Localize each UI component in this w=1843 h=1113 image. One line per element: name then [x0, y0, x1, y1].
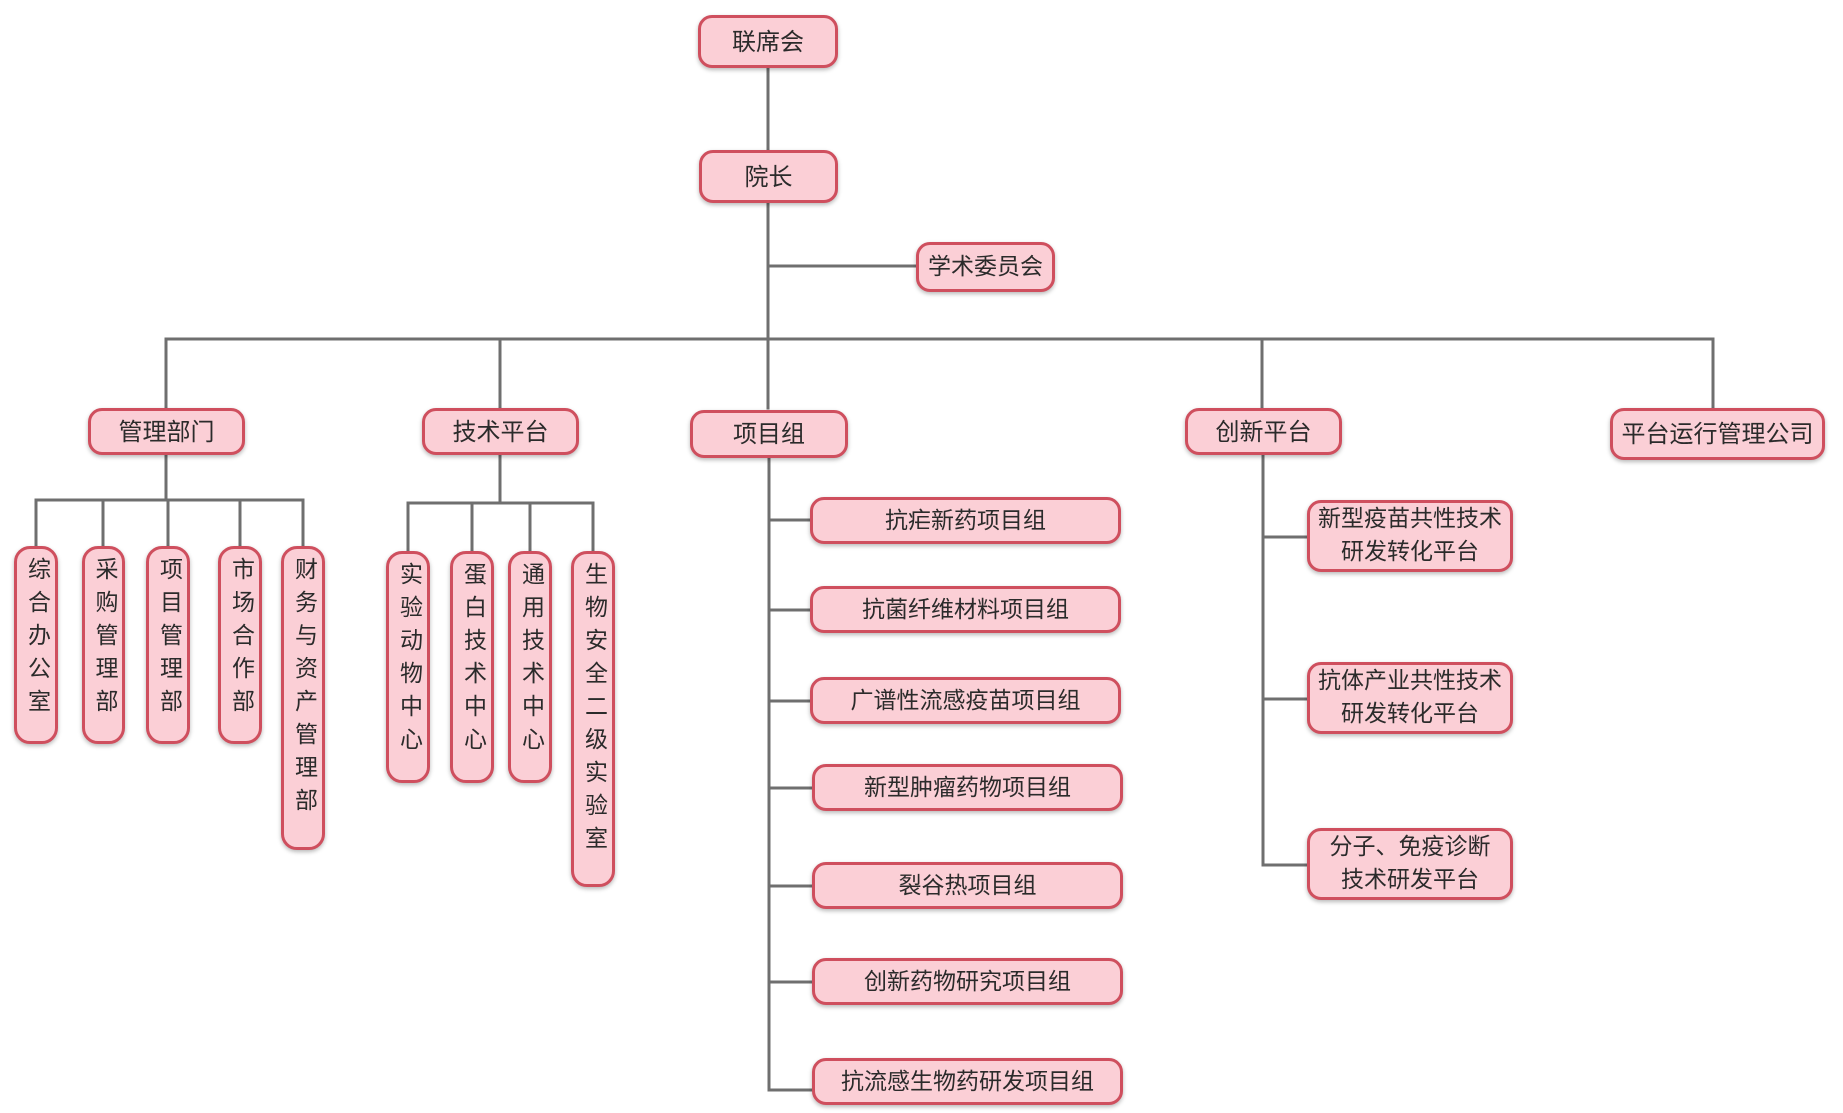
node-project-child: 新型肿瘤药物项目组: [812, 764, 1123, 811]
node-project-child: 创新药物研究项目组: [812, 958, 1123, 1005]
node-academic-committee: 学术委员会: [916, 242, 1055, 292]
node-innovation-platform: 创新平台: [1185, 408, 1342, 455]
node-tech-child: 蛋白技术中心: [450, 551, 494, 783]
node-management-child: 财务与资产管理部: [281, 546, 325, 850]
node-management-child: 综合办公室: [14, 546, 58, 744]
node-president: 院长: [699, 150, 838, 203]
node-innovation-child: 分子、免疫诊断 技术研发平台: [1307, 828, 1513, 900]
node-tech-child: 实验动物中心: [386, 551, 430, 783]
node-project-child: 抗菌纤维材料项目组: [810, 586, 1121, 633]
node-project-child: 裂谷热项目组: [812, 862, 1123, 909]
node-innovation-child: 新型疫苗共性技术 研发转化平台: [1307, 500, 1513, 572]
node-tech-child: 通用技术中心: [508, 551, 552, 783]
node-project-child: 抗流感生物药研发项目组: [812, 1058, 1123, 1105]
node-operation-company: 平台运行管理公司: [1610, 408, 1825, 460]
node-project-child: 抗疟新药项目组: [810, 497, 1121, 544]
node-management: 管理部门: [88, 408, 245, 455]
node-tech-platform: 技术平台: [422, 408, 579, 455]
node-project-groups: 项目组: [690, 410, 848, 458]
node-root: 联席会: [698, 15, 838, 68]
node-tech-child: 生物安全二级实验室: [571, 551, 615, 887]
node-management-child: 市场合作部: [218, 546, 262, 744]
node-management-child: 项目管理部: [146, 546, 190, 744]
node-management-child: 采购管理部: [82, 546, 125, 744]
node-innovation-child: 抗体产业共性技术 研发转化平台: [1307, 662, 1513, 734]
node-project-child: 广谱性流感疫苗项目组: [810, 677, 1121, 724]
